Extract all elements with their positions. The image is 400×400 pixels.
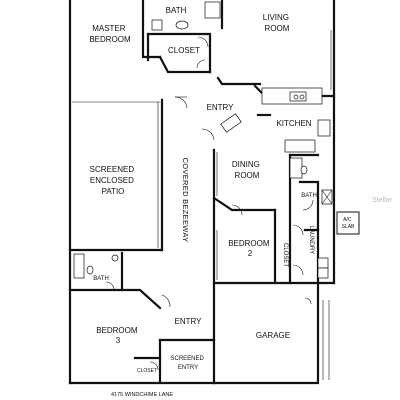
room-labels: MASTER BEDROOM BATH CLOSET LIVING ROOM E…	[89, 6, 355, 374]
bedroom-3-label: BEDROOM 3	[96, 326, 140, 345]
dining-room-label: DINING ROOM	[232, 160, 262, 180]
ac-slab-label: A/C SLAB	[342, 217, 355, 230]
garage-label: GARAGE	[256, 331, 290, 340]
master-closet-label: CLOSET	[168, 46, 200, 55]
screened-patio-label: SCREENED ENCLOSED PATIO	[90, 165, 137, 196]
address-label: 4175 WINDCHIME LANE	[111, 392, 173, 398]
living-room-label: LIVING ROOM	[263, 13, 291, 33]
window-lines	[72, 30, 332, 380]
bath3-tub-icon	[73, 253, 85, 279]
bedroom-2-label: BEDROOM 2	[228, 239, 272, 258]
sink-bowl-icon	[299, 94, 305, 100]
kitchen-island-icon	[284, 139, 316, 153]
hall-bath-label: BATH	[301, 193, 317, 199]
watermark-logo: Stellar	[372, 197, 393, 204]
range-icon	[317, 119, 331, 137]
washer-icon	[317, 257, 329, 269]
master-sink-icon	[151, 19, 163, 31]
bedroom-3-closet-label: CLOSET	[137, 368, 157, 374]
sink-bowl-icon	[293, 94, 299, 100]
dryer-icon	[317, 267, 329, 279]
laundry-label: LAUNDRY	[308, 226, 314, 255]
hall-bath-vanity-icon	[289, 157, 303, 179]
master-toilet-icon	[175, 20, 189, 30]
fixtures	[73, 1, 333, 279]
bedroom-2-closet-label: CLOSET	[282, 243, 288, 267]
covered-breezeway-label: COVERED BEZEEWAY	[181, 158, 190, 243]
doors	[105, 36, 314, 371]
master-bedroom-label: MASTER BEDROOM	[89, 24, 131, 44]
bath3-toilet-icon	[86, 265, 94, 275]
peninsula-icon	[220, 113, 242, 133]
entry-main-label: ENTRY	[207, 103, 235, 112]
bath3-sink-icon	[111, 254, 119, 262]
screened-entry-label: SCREENED ENTRY	[170, 356, 205, 371]
kitchen-label: KITCHEN	[276, 119, 311, 128]
entry-lower-label: ENTRY	[175, 317, 203, 326]
hall-toilet-icon	[300, 165, 308, 175]
master-shower-icon	[204, 1, 221, 19]
bath-3-label: BATH	[93, 276, 109, 282]
master-bath-label: BATH	[166, 6, 187, 15]
